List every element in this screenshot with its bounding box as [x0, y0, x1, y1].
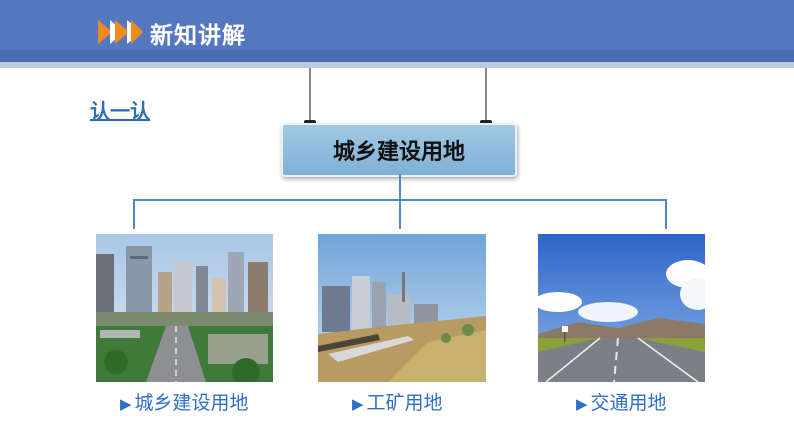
- caption-mining: ▶工矿用地: [352, 388, 443, 415]
- city-photo: [96, 234, 273, 382]
- triangle-marker-icon: ▶: [352, 395, 364, 413]
- caption-urban: ▶城乡建设用地: [120, 388, 249, 415]
- triangle-marker-icon: ▶: [576, 395, 588, 413]
- header-band: [0, 50, 794, 62]
- triangle-marker-icon: ▶: [120, 395, 132, 413]
- connector-vertical-main: [399, 174, 401, 200]
- section-subtitle: 认一认: [90, 99, 150, 123]
- caption-transport: ▶交通用地: [576, 388, 667, 415]
- mine-photo: [318, 234, 486, 382]
- connector-right: [665, 199, 667, 229]
- header-title: 新知讲解: [150, 23, 246, 49]
- header-bar: 新知讲解: [0, 0, 794, 68]
- road-photo: [538, 234, 705, 382]
- caption-label: 交通用地: [590, 392, 667, 414]
- connector-middle: [399, 199, 401, 229]
- caption-label: 工矿用地: [366, 392, 443, 414]
- hanging-string-left: [309, 68, 311, 126]
- category-sign: 城乡建设用地: [281, 123, 517, 177]
- hanging-string-right: [485, 68, 487, 126]
- connector-left: [133, 199, 135, 229]
- caption-label: 城乡建设用地: [134, 392, 249, 414]
